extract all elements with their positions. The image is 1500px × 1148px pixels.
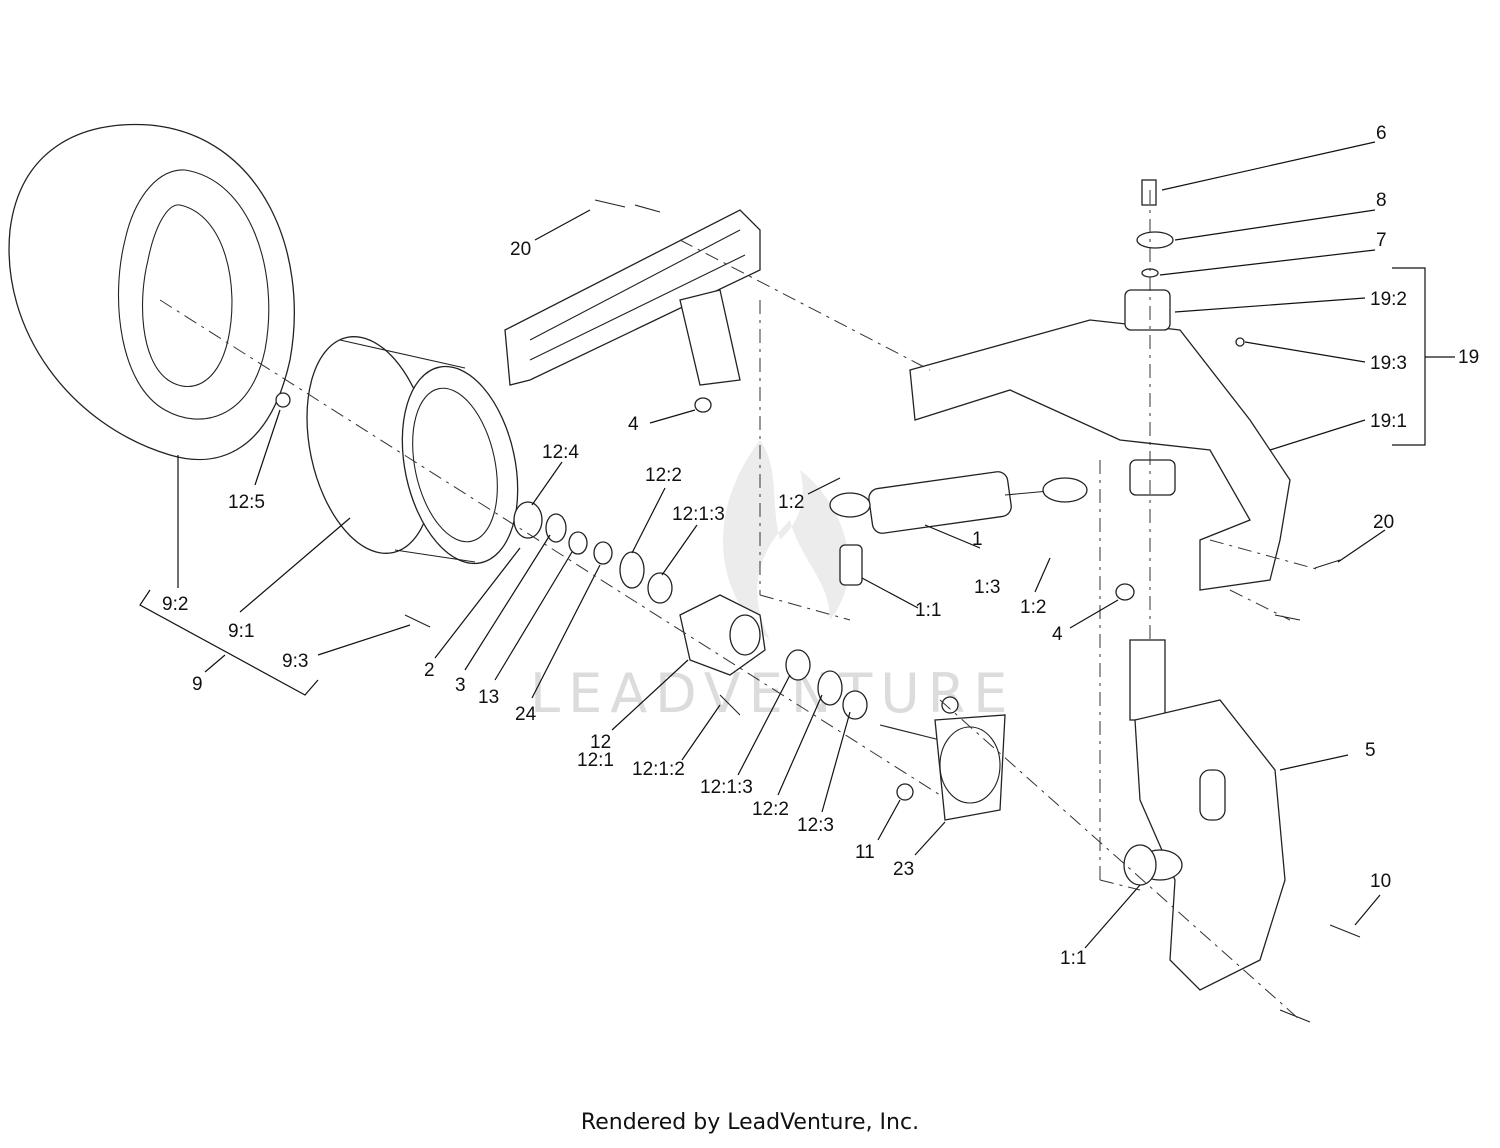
cylinder xyxy=(829,471,1088,586)
callout-20-right: 20 xyxy=(1373,512,1394,533)
callout-9: 9 xyxy=(192,674,203,695)
callout-1-2-right: 1:2 xyxy=(1020,597,1046,618)
callout-19-1: 19:1 xyxy=(1370,411,1407,432)
callout-23: 23 xyxy=(893,859,914,880)
callout-12-3: 12:3 xyxy=(797,815,834,836)
callout-2: 2 xyxy=(424,660,435,681)
callout-20-top: 20 xyxy=(510,239,531,260)
leader-lines xyxy=(139,141,1455,949)
callout-11: 11 xyxy=(855,842,875,863)
callout-13: 13 xyxy=(478,687,499,708)
rim xyxy=(306,336,519,565)
callout-9-2: 9:2 xyxy=(162,594,188,615)
axle-arm xyxy=(909,289,1291,591)
callout-1-3: 1:3 xyxy=(974,577,1000,598)
callout-12-5: 12:5 xyxy=(228,492,265,513)
callout-12-1-3-upper: 12:1:3 xyxy=(672,504,725,525)
center-lines xyxy=(159,190,1321,1021)
watermark: LEADVENTURE xyxy=(530,440,1015,725)
tire xyxy=(8,123,295,461)
callout-10: 10 xyxy=(1370,871,1391,892)
caster-fork xyxy=(1129,639,1286,991)
callout-7: 7 xyxy=(1376,230,1387,251)
callout-1: 1 xyxy=(972,529,983,550)
callout-12-1-2: 12:1:2 xyxy=(632,759,685,780)
callout-5: 5 xyxy=(1365,740,1376,761)
callout-24: 24 xyxy=(515,704,537,725)
callout-12: 12 xyxy=(590,732,611,753)
callout-labels: 6 8 7 19:2 19:3 19 19:1 20 20 4 4 12:5 1… xyxy=(162,123,1479,969)
callout-1-1-upper: 1:1 xyxy=(915,600,941,621)
footer-credit: Rendered by LeadVenture, Inc. xyxy=(580,1110,920,1135)
callout-19-2: 19:2 xyxy=(1370,289,1407,310)
callout-12-1: 12:1 xyxy=(577,750,614,771)
callout-19-3: 19:3 xyxy=(1370,353,1407,374)
callout-19: 19 xyxy=(1458,347,1479,368)
watermark-text: LEADVENTURE xyxy=(530,662,1015,725)
callout-1-2-left: 1:2 xyxy=(778,492,804,513)
hub xyxy=(679,594,766,676)
spindle xyxy=(879,714,1006,821)
callout-6: 6 xyxy=(1376,123,1387,144)
callout-12-4: 12:4 xyxy=(542,442,579,463)
callout-8: 8 xyxy=(1376,190,1387,211)
callout-9-1: 9:1 xyxy=(228,621,254,642)
callout-3: 3 xyxy=(455,675,466,696)
callout-9-3: 9:3 xyxy=(282,651,308,672)
callout-12-2-lower: 12:2 xyxy=(752,799,789,820)
callout-1-1-lower: 1:1 xyxy=(1060,948,1086,969)
callout-4-lower: 4 xyxy=(1052,624,1063,645)
callout-4-upper: 4 xyxy=(628,414,639,435)
callout-12-2-upper: 12:2 xyxy=(645,465,682,486)
frame-bracket xyxy=(504,209,761,386)
callout-12-1-3-lower: 12:1:3 xyxy=(700,777,753,798)
